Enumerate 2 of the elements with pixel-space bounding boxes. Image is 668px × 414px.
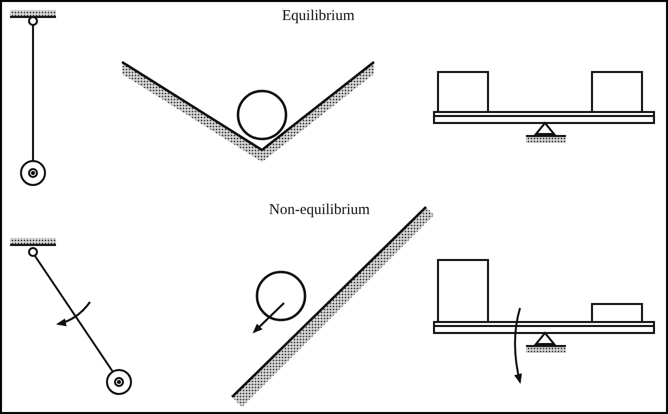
heading: Equilibrium xyxy=(282,8,354,25)
heading: Non-equilibrium xyxy=(269,202,370,219)
